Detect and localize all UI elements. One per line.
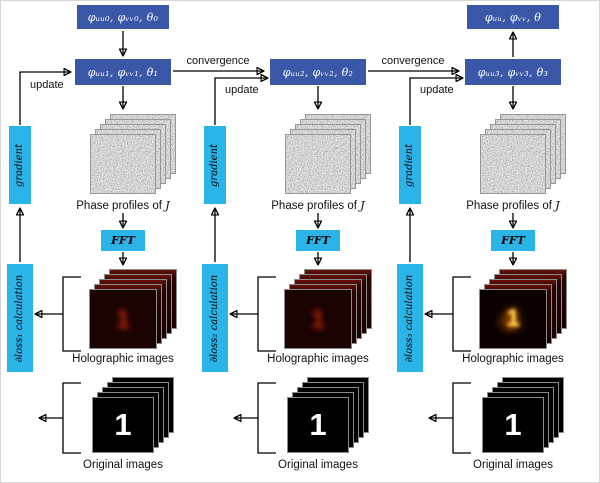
phase-profiles-label-3: Phase profiles of J — [443, 198, 583, 212]
bracket-orig-2 — [257, 382, 276, 454]
loss-box-1: ∂loss₁ calculation — [7, 264, 33, 372]
gradient-label: gradient — [14, 143, 26, 187]
bracket-orig-1 — [62, 382, 81, 454]
initial-params-box: φᵤᵤ₀, φᵥᵥ₀, θ₀ — [77, 5, 169, 29]
original-images-label-3: Original images — [473, 459, 553, 471]
orig-layer-front: 1 — [92, 397, 154, 453]
phase-profiles-stack-2 — [285, 114, 371, 194]
phase-label-symbol: J — [555, 198, 560, 212]
holographic-images-stack-2: 1 — [284, 269, 372, 349]
phase-layer — [480, 134, 546, 194]
holo-digit: 1 — [310, 303, 326, 334]
phase-layer — [90, 134, 156, 194]
params-box-1: φᵤᵤ₁, φᵥᵥ₁, θ₁ — [75, 59, 171, 85]
loss-label: ∂loss₂ calculation — [209, 274, 221, 362]
loss-box-2: ∂loss₂ calculation — [202, 264, 228, 372]
gradient-box-3: gradient — [399, 126, 421, 204]
phase-profiles-label-1: Phase profiles of J — [53, 198, 193, 212]
phase-profiles-label-2: Phase profiles of J — [248, 198, 388, 212]
holo-digit: 1 — [115, 303, 131, 334]
original-images-label-2: Original images — [278, 459, 358, 471]
update-label-3: update — [420, 84, 454, 96]
update-label-1: update — [30, 79, 64, 91]
orig-layer-front: 1 — [287, 397, 349, 453]
holographic-images-label-1: Holographic images — [72, 353, 174, 365]
holographic-images-stack-1: 1 — [89, 269, 177, 349]
phase-label-text: Phase profiles of — [76, 200, 162, 212]
convergence-label-1: convergence — [186, 55, 250, 67]
params-box-2: φᵤᵤ₂, φᵥᵥ₂, θ₂ — [270, 59, 366, 85]
gradient-box-2: gradient — [204, 126, 226, 204]
original-images-stack-1: 1 — [92, 377, 174, 453]
orig-layer-front: 1 — [482, 397, 544, 453]
loss-box-3: ∂loss₃ calculation — [397, 264, 423, 372]
phase-profiles-stack-3 — [480, 114, 566, 194]
gradient-label: gradient — [209, 143, 221, 187]
convergence-label-2: convergence — [381, 55, 445, 67]
original-digit: 1 — [309, 407, 327, 442]
loss-label: ∂loss₁ calculation — [14, 274, 26, 362]
holographic-images-label-2: Holographic images — [267, 353, 369, 365]
holo-digit: 1 — [506, 305, 520, 332]
phase-label-text: Phase profiles of — [271, 200, 357, 212]
bracket-holo-2 — [257, 276, 276, 352]
update-label-2: update — [225, 84, 259, 96]
final-params-box: φᵤᵤ, φᵥᵥ, θ — [467, 5, 559, 29]
holographic-images-label-3: Holographic images — [462, 353, 564, 365]
holo-layer-front: 1 — [284, 289, 352, 349]
bracket-holo-1 — [62, 276, 81, 352]
bracket-orig-3 — [452, 382, 471, 454]
original-images-label-1: Original images — [83, 459, 163, 471]
phase-layer — [285, 134, 351, 194]
bracket-holo-3 — [452, 276, 471, 352]
phase-profiles-stack-1 — [90, 114, 176, 194]
original-digit: 1 — [504, 407, 522, 442]
phase-label-symbol: J — [165, 198, 170, 212]
phase-label-symbol: J — [360, 198, 365, 212]
phase-label-text: Phase profiles of — [466, 200, 552, 212]
gradient-box-1: gradient — [9, 126, 31, 204]
original-images-stack-3: 1 — [482, 377, 564, 453]
fft-box-1: FFT — [101, 230, 145, 251]
params-box-3: φᵤᵤ₃, φᵥᵥ₃, θ₃ — [465, 59, 561, 85]
holographic-images-stack-3: 1 — [479, 269, 567, 349]
fft-box-3: FFT — [491, 230, 535, 251]
holo-layer-front: 1 — [479, 289, 547, 349]
original-images-stack-2: 1 — [287, 377, 369, 453]
original-digit: 1 — [114, 407, 132, 442]
holo-layer-front: 1 — [89, 289, 157, 349]
gradient-label: gradient — [404, 143, 416, 187]
loss-label: ∂loss₃ calculation — [404, 274, 416, 362]
fft-box-2: FFT — [296, 230, 340, 251]
